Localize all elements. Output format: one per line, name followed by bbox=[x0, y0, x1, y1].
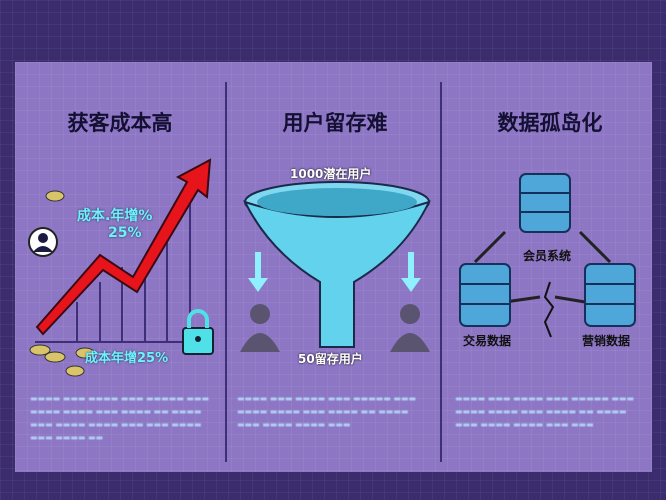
database-icon bbox=[459, 263, 511, 327]
coin-icon bbox=[75, 347, 95, 359]
cost-growth-label: 成本.年增% bbox=[77, 208, 153, 224]
infographic-panel: 获客成本高 用户留存难 数据孤岛化 成本.年增% 25% 成本年增25% ▬▬▬… bbox=[15, 62, 652, 472]
user-silhouette-icon bbox=[390, 304, 430, 352]
member-system-label: 会员系统 bbox=[523, 249, 572, 263]
title-retention: 用户留存难 bbox=[282, 111, 388, 135]
title-data-silos: 数据孤岛化 bbox=[497, 111, 603, 135]
funnel-diagram bbox=[240, 181, 431, 352]
cost-growth-bottom-label: 成本年增25% bbox=[85, 351, 169, 366]
down-arrow-icon bbox=[248, 252, 268, 292]
retained-users-label: 50留存用户 bbox=[298, 352, 363, 366]
down-arrow-icon bbox=[401, 252, 421, 292]
description-text: ▬▬▬▬ ▬▬▬ ▬▬▬▬ ▬▬▬ ▬▬▬▬▬ ▬▬▬ ▬▬▬▬ ▬▬▬▬ ▬▬… bbox=[30, 394, 210, 442]
cost-growth-chart bbox=[28, 158, 214, 377]
database-icon bbox=[584, 263, 636, 327]
cost-growth-value: 25% bbox=[108, 225, 142, 241]
rising-arrow-icon bbox=[35, 158, 212, 336]
coin-icon bbox=[29, 344, 51, 356]
description-text: ▬▬▬▬ ▬▬▬ ▬▬▬▬ ▬▬▬ ▬▬▬▬▬ ▬▬▬ ▬▬▬▬ ▬▬▬▬ ▬▬… bbox=[455, 394, 635, 429]
data-silo-diagram bbox=[459, 173, 636, 338]
title-acquisition-cost: 获客成本高 bbox=[67, 111, 173, 135]
divider bbox=[440, 82, 442, 462]
lock-icon bbox=[182, 309, 214, 355]
divider bbox=[225, 82, 227, 462]
potential-users-label: 1000潜在用户 bbox=[290, 167, 372, 181]
description-text: ▬▬▬▬ ▬▬▬ ▬▬▬▬ ▬▬▬ ▬▬▬▬▬ ▬▬▬ ▬▬▬▬ ▬▬▬▬ ▬▬… bbox=[237, 394, 417, 429]
coin-icon bbox=[45, 190, 65, 202]
broken-link-icon bbox=[543, 281, 555, 338]
transaction-data-label: 交易数据 bbox=[463, 334, 512, 348]
database-icon bbox=[519, 173, 571, 233]
coin-icon bbox=[44, 351, 66, 363]
user-silhouette-icon bbox=[240, 304, 280, 352]
coin-icon bbox=[65, 365, 85, 377]
marketing-data-label: 营销数据 bbox=[582, 334, 631, 348]
